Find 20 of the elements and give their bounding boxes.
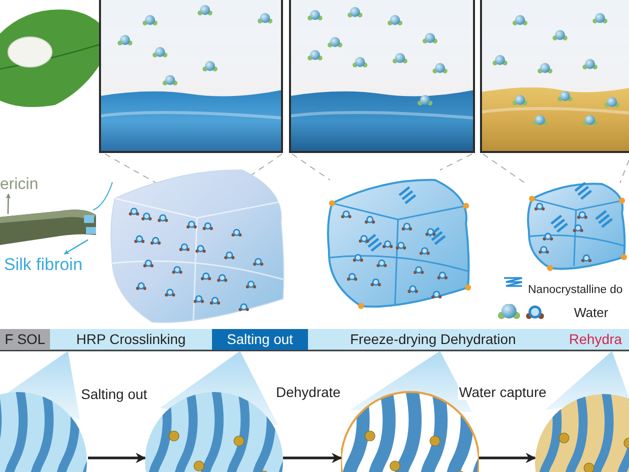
stage-label: Salting out — [212, 329, 308, 350]
stage-label: F SOL — [0, 329, 50, 350]
arrow — [88, 452, 146, 464]
connector-line — [92, 182, 113, 211]
stage-label: Rehydra — [568, 330, 623, 349]
label-text: Silk fibroin — [4, 254, 108, 276]
edge-label: Dehydrate — [275, 384, 342, 400]
arrow — [64, 239, 88, 255]
stage-label: Freeze-drying Dehydration — [349, 330, 517, 349]
stage-label: HRP Crosslinking — [75, 330, 187, 349]
edge-label: Water capture — [458, 384, 548, 400]
hydrogel-cube-drawing — [524, 180, 628, 274]
arrow — [479, 452, 536, 464]
legend-text: Nanocrystalline do — [528, 284, 623, 298]
arrow — [6, 193, 11, 214]
hydrogel-cube-drawing — [324, 176, 472, 312]
edge-label: Salting out — [80, 386, 148, 402]
legend-text: Water — [574, 306, 608, 321]
label-text: ericin — [0, 175, 56, 194]
arrow — [283, 452, 342, 464]
